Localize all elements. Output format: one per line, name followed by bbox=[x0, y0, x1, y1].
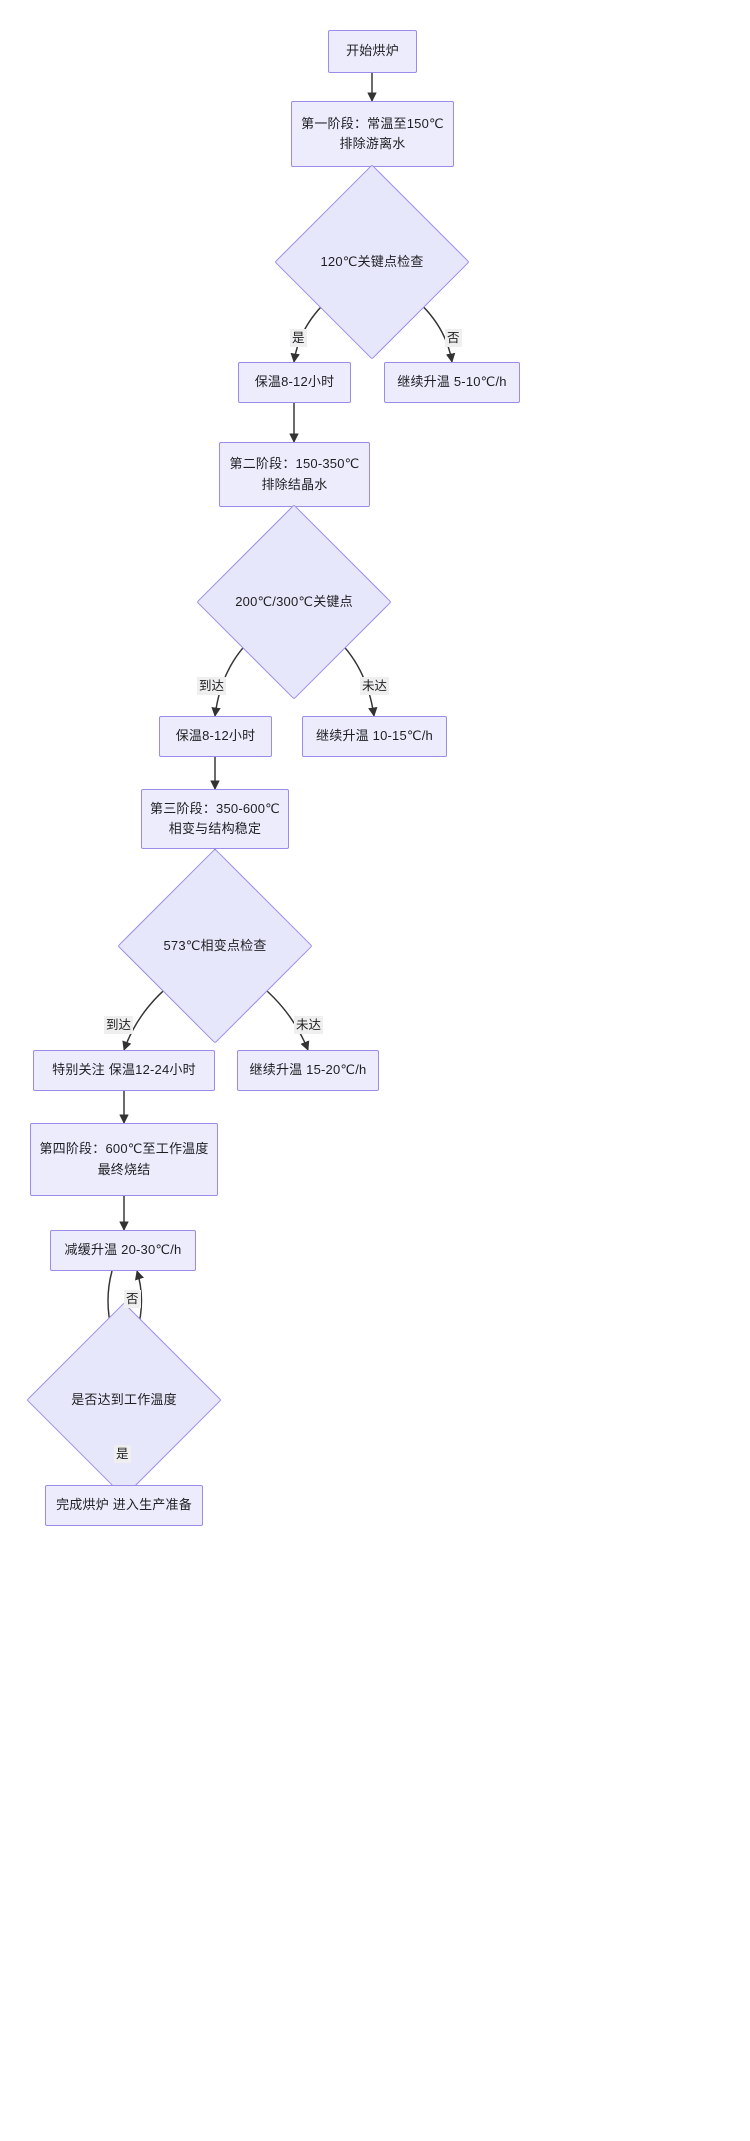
node-stage2-label: 第二阶段：150-350℃ 排除结晶水 bbox=[229, 456, 360, 492]
node-hold1-label: 保温8-12小时 bbox=[254, 374, 335, 390]
node-hold2[interactable]: 保温8-12小时 bbox=[159, 716, 272, 757]
node-stage3[interactable]: 第三阶段：350-600℃ 相变与结构稳定 bbox=[141, 789, 289, 849]
edge-label-checkwork-slowramp: 否 bbox=[124, 1290, 141, 1309]
node-stage4[interactable]: 第四阶段：600℃至工作温度 最终烧结 bbox=[30, 1123, 218, 1196]
node-check573[interactable]: 573℃相变点检查 bbox=[117, 848, 313, 1044]
node-hold3-label: 特别关注 保温12-24小时 bbox=[52, 1062, 196, 1078]
edge-label-checkwork-finish: 是 bbox=[114, 1445, 131, 1464]
node-ramp2-label: 继续升温 10-15℃/h bbox=[316, 728, 433, 744]
node-stage1[interactable]: 第一阶段：常温至150℃ 排除游离水 bbox=[291, 101, 454, 167]
node-hold3[interactable]: 特别关注 保温12-24小时 bbox=[33, 1050, 215, 1091]
node-stage3-label: 第三阶段：350-600℃ 相变与结构稳定 bbox=[150, 800, 280, 836]
node-ramp3[interactable]: 继续升温 15-20℃/h bbox=[237, 1050, 379, 1091]
node-ramp2[interactable]: 继续升温 10-15℃/h bbox=[302, 716, 447, 757]
node-stage1-label: 第一阶段：常温至150℃ 排除游离水 bbox=[301, 115, 444, 151]
node-ramp1[interactable]: 继续升温 5-10℃/h bbox=[384, 362, 520, 403]
edge-label-check200-ramp2: 未达 bbox=[360, 677, 390, 696]
node-start-label: 开始烘炉 bbox=[346, 43, 399, 59]
node-finish-label: 完成烘炉 进入生产准备 bbox=[56, 1497, 192, 1513]
node-check573-label: 573℃相变点检查 bbox=[163, 937, 267, 953]
node-finish[interactable]: 完成烘炉 进入生产准备 bbox=[45, 1485, 203, 1526]
node-check200[interactable]: 200℃/300℃关键点 bbox=[196, 504, 392, 700]
node-stage2[interactable]: 第二阶段：150-350℃ 排除结晶水 bbox=[219, 442, 370, 507]
node-start[interactable]: 开始烘炉 bbox=[328, 30, 417, 73]
node-check120-label: 120℃关键点检查 bbox=[320, 253, 424, 269]
edge-label-check573-hold3: 到达 bbox=[104, 1016, 134, 1035]
node-ramp3-label: 继续升温 15-20℃/h bbox=[249, 1062, 367, 1078]
edge-label-check120-ramp1: 否 bbox=[445, 329, 462, 348]
node-check200-label: 200℃/300℃关键点 bbox=[235, 593, 353, 609]
node-ramp1-label: 继续升温 5-10℃/h bbox=[397, 374, 507, 390]
edge-label-check200-hold2: 到达 bbox=[197, 677, 227, 696]
node-checkwork-label: 是否达到工作温度 bbox=[71, 1391, 177, 1407]
edge-label-check120-hold1: 是 bbox=[290, 329, 307, 348]
edge-label-check573-ramp3: 未达 bbox=[294, 1016, 324, 1035]
node-slowramp[interactable]: 减缓升温 20-30℃/h bbox=[50, 1230, 196, 1271]
node-slowramp-label: 减缓升温 20-30℃/h bbox=[64, 1242, 182, 1258]
node-checkwork[interactable]: 是否达到工作温度 bbox=[26, 1302, 222, 1498]
node-stage4-label: 第四阶段：600℃至工作温度 最终烧结 bbox=[39, 1141, 209, 1177]
node-check120[interactable]: 120℃关键点检查 bbox=[274, 164, 470, 360]
node-hold2-label: 保温8-12小时 bbox=[175, 728, 256, 744]
node-hold1[interactable]: 保温8-12小时 bbox=[238, 362, 351, 403]
